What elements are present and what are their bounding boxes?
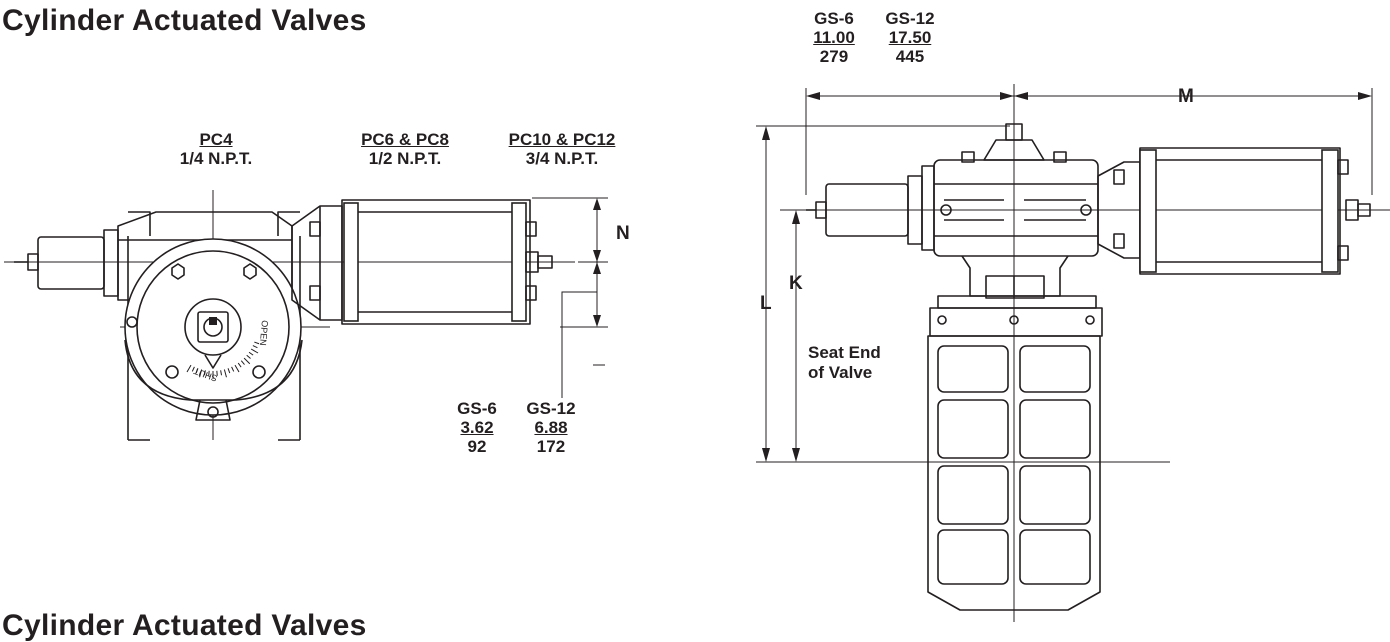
body-rib-panel bbox=[938, 466, 1008, 524]
body-flange bbox=[930, 308, 1102, 336]
body-rib-panel bbox=[1020, 466, 1090, 524]
big-cylinder bbox=[1140, 148, 1340, 274]
right-view bbox=[756, 84, 1390, 622]
body-rib-panel bbox=[1020, 346, 1090, 392]
body-rib-panel bbox=[1020, 400, 1090, 458]
gearbox-body bbox=[934, 160, 1098, 256]
big-cylinder-flange-left bbox=[1140, 150, 1156, 272]
left-cylinder-body bbox=[38, 237, 104, 289]
body-rib-panel bbox=[938, 400, 1008, 458]
body-rib-panel bbox=[938, 346, 1008, 392]
flange-bolt bbox=[1086, 316, 1094, 324]
cylinder-flange-left bbox=[344, 203, 358, 321]
left-cylinder-cap bbox=[104, 230, 118, 296]
gearbox-left-plate bbox=[922, 166, 934, 250]
flange-bolt bbox=[938, 316, 946, 324]
big-cylinder-flange-right bbox=[1322, 150, 1338, 272]
cylinder-flange-right bbox=[512, 203, 526, 321]
valve-body-top bbox=[128, 212, 300, 236]
yoke-window bbox=[986, 276, 1044, 298]
left-view: OPEN SHUT bbox=[4, 190, 608, 440]
body-rib-panel bbox=[1020, 530, 1090, 584]
valve-drawing: OPEN SHUT bbox=[0, 0, 1390, 622]
indicator-key bbox=[209, 317, 217, 325]
body-rib-panel bbox=[938, 530, 1008, 584]
gs-leader bbox=[562, 292, 597, 398]
